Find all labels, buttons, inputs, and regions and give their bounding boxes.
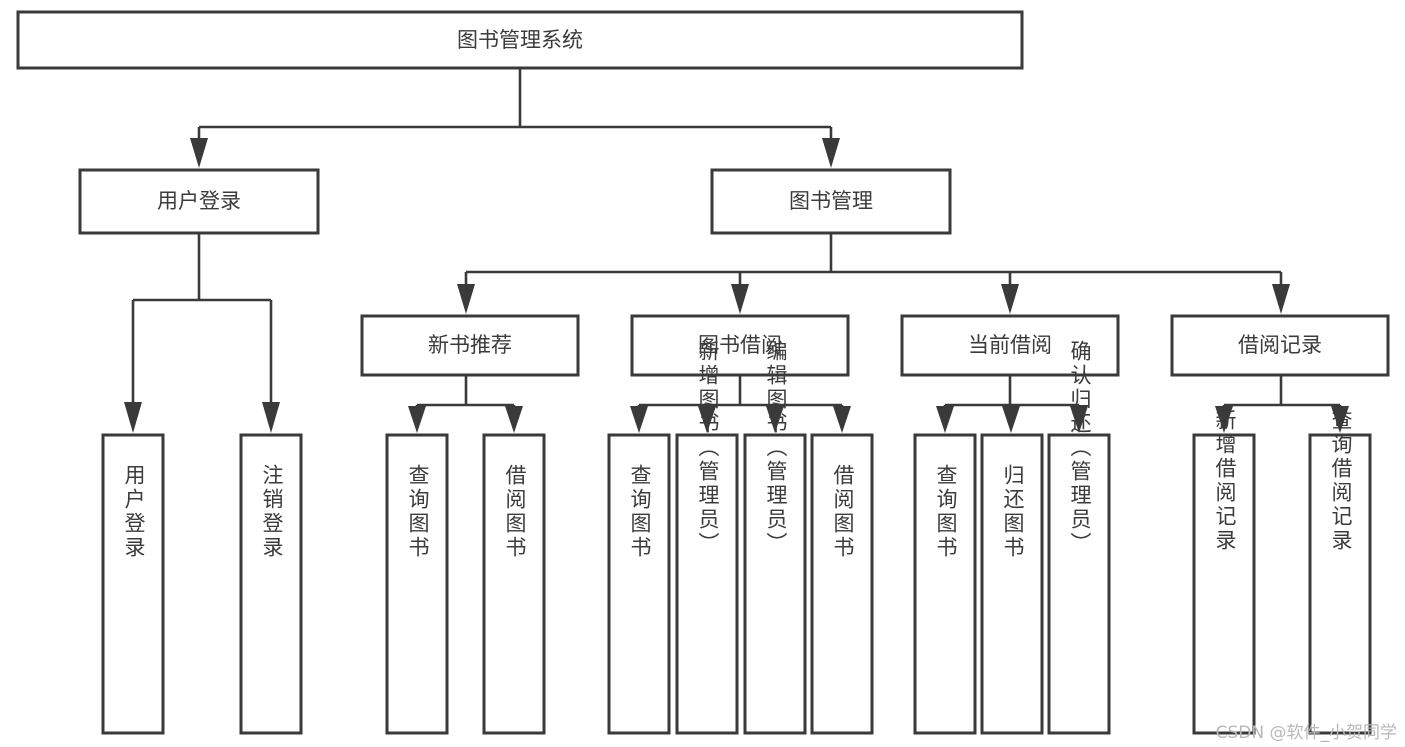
node-newbook-box[interactable] bbox=[360, 314, 580, 377]
node-leaf-confirm-return[interactable]: 确认归还（管理员） bbox=[1047, 340, 1111, 735]
node-leaf-confirm-return-label: 确认归还（管理员） bbox=[1068, 340, 1092, 556]
node-root-label: 图书管理系统 bbox=[457, 28, 583, 52]
node-current-label: 当前借阅 bbox=[968, 333, 1052, 357]
arrow-head-query-book-1 bbox=[408, 406, 426, 433]
node-bookmgmt-label: 图书管理 bbox=[789, 189, 873, 213]
arrow-head-borrow bbox=[731, 284, 749, 314]
node-current[interactable]: 当前借阅 bbox=[900, 314, 1120, 377]
arrow-head-confirm-return bbox=[1070, 406, 1088, 433]
arrow-head-add-record bbox=[1215, 406, 1233, 433]
connector-group-borrow-to-leaves bbox=[630, 375, 851, 433]
node-leaf-user-login-box[interactable] bbox=[101, 433, 165, 735]
csdn-watermark: CSDN @软件_小贺同学 bbox=[1215, 723, 1397, 743]
node-leaf-edit-book-label: 编辑图书（管理员） bbox=[764, 340, 788, 556]
node-bookmgmt-box[interactable] bbox=[710, 168, 952, 235]
connector-group-newbook-to-leaves bbox=[408, 375, 523, 433]
node-records[interactable]: 借阅记录 bbox=[1170, 314, 1390, 377]
arrow-head-records bbox=[1272, 284, 1290, 314]
node-leaf-query-book-3-box[interactable] bbox=[913, 433, 977, 735]
node-leaf-borrow-book-1-label: 借阅图书 bbox=[503, 464, 527, 560]
arrow-head-user-logout bbox=[262, 402, 280, 433]
connector-group-current-to-leaves bbox=[936, 375, 1088, 433]
node-leaf-return-book-box[interactable] bbox=[980, 433, 1044, 735]
node-leaf-query-book-2[interactable]: 查询图书 bbox=[607, 433, 671, 735]
arrow-head-query-book-2 bbox=[630, 406, 648, 433]
node-leaf-return-book-label: 归还图书 bbox=[1001, 464, 1025, 560]
node-leaf-borrow-book-2-box[interactable] bbox=[810, 433, 874, 735]
node-leaf-query-book-3[interactable]: 查询图书 bbox=[913, 433, 977, 735]
connector-group-root-to-level1 bbox=[190, 69, 840, 168]
connector-group-login-to-leaves bbox=[124, 234, 280, 433]
node-root-box[interactable] bbox=[16, 10, 1024, 70]
node-login[interactable]: 用户登录 bbox=[78, 168, 320, 235]
node-leaf-borrow-book-1[interactable]: 借阅图书 bbox=[482, 433, 546, 735]
node-leaf-query-book-1[interactable]: 查询图书 bbox=[385, 433, 449, 735]
node-leaf-query-book-3-label: 查询图书 bbox=[934, 464, 958, 560]
arrow-head-user-login bbox=[124, 402, 142, 433]
node-borrow-box[interactable] bbox=[630, 314, 850, 377]
node-leaf-query-record-box[interactable] bbox=[1308, 433, 1372, 735]
arrow-head-login bbox=[190, 138, 208, 168]
arrow-head-edit-book bbox=[766, 406, 784, 433]
node-root[interactable]: 图书管理系统 bbox=[16, 10, 1024, 70]
node-leaf-add-book-box[interactable] bbox=[675, 433, 739, 735]
node-leaf-borrow-book-2[interactable]: 借阅图书 bbox=[810, 433, 874, 735]
node-leaf-add-book[interactable]: 新增图书（管理员） bbox=[675, 340, 739, 735]
node-leaf-edit-book-box[interactable] bbox=[743, 433, 807, 735]
arrow-head-query-record bbox=[1331, 406, 1349, 433]
node-leaf-query-book-2-label: 查询图书 bbox=[628, 464, 652, 560]
node-leaf-add-book-label: 新增图书（管理员） bbox=[696, 340, 720, 556]
node-leaf-user-logout[interactable]: 注销登录 bbox=[239, 433, 303, 735]
node-leaf-add-record-box[interactable] bbox=[1192, 433, 1256, 735]
arrow-head-query-book-3 bbox=[936, 406, 954, 433]
node-leaf-query-book-1-label: 查询图书 bbox=[406, 464, 430, 560]
connector-group-records-to-leaves bbox=[1215, 375, 1349, 433]
node-newbook-label: 新书推荐 bbox=[428, 333, 512, 357]
node-leaf-user-logout-label: 注销登录 bbox=[260, 464, 284, 560]
arrow-head-current bbox=[1001, 284, 1019, 314]
arrow-head-add-book bbox=[698, 406, 716, 433]
node-borrow[interactable]: 图书借阅 bbox=[630, 314, 850, 377]
connector-group-bookmgmt-to-level2 bbox=[457, 234, 1290, 314]
node-leaf-query-record[interactable]: 查询借阅记录 bbox=[1308, 409, 1372, 735]
node-leaf-edit-book[interactable]: 编辑图书（管理员） bbox=[743, 340, 807, 735]
node-login-box[interactable] bbox=[78, 168, 320, 235]
arrow-head-return-book bbox=[1002, 406, 1020, 433]
node-records-label: 借阅记录 bbox=[1238, 333, 1322, 357]
node-leaf-borrow-book-2-label: 借阅图书 bbox=[831, 464, 855, 560]
node-leaf-confirm-return-box[interactable] bbox=[1047, 433, 1111, 735]
arrow-head-bookmgmt bbox=[822, 138, 840, 168]
node-leaf-add-record[interactable]: 新增借阅记录 bbox=[1192, 409, 1256, 735]
node-leaf-query-book-2-box[interactable] bbox=[607, 433, 671, 735]
node-bookmgmt[interactable]: 图书管理 bbox=[710, 168, 952, 235]
node-borrow-label: 图书借阅 bbox=[698, 333, 782, 357]
arrow-head-borrow-book-1 bbox=[505, 406, 523, 433]
node-leaf-return-book[interactable]: 归还图书 bbox=[980, 433, 1044, 735]
node-leaf-query-record-label: 查询借阅记录 bbox=[1329, 409, 1353, 553]
node-current-box[interactable] bbox=[900, 314, 1120, 377]
node-leaf-user-logout-box[interactable] bbox=[239, 433, 303, 735]
node-login-label: 用户登录 bbox=[157, 189, 241, 213]
node-leaf-borrow-book-1-box[interactable] bbox=[482, 433, 546, 735]
arrow-head-newbook bbox=[457, 284, 475, 314]
node-newbook[interactable]: 新书推荐 bbox=[360, 314, 580, 377]
arrow-head-borrow-book-2 bbox=[833, 406, 851, 433]
node-leaf-add-record-label: 新增借阅记录 bbox=[1213, 409, 1237, 553]
node-records-box[interactable] bbox=[1170, 314, 1390, 377]
node-leaf-query-book-1-box[interactable] bbox=[385, 433, 449, 735]
node-leaf-user-login[interactable]: 用户登录 bbox=[101, 433, 165, 735]
node-leaf-user-login-label: 用户登录 bbox=[122, 464, 146, 560]
